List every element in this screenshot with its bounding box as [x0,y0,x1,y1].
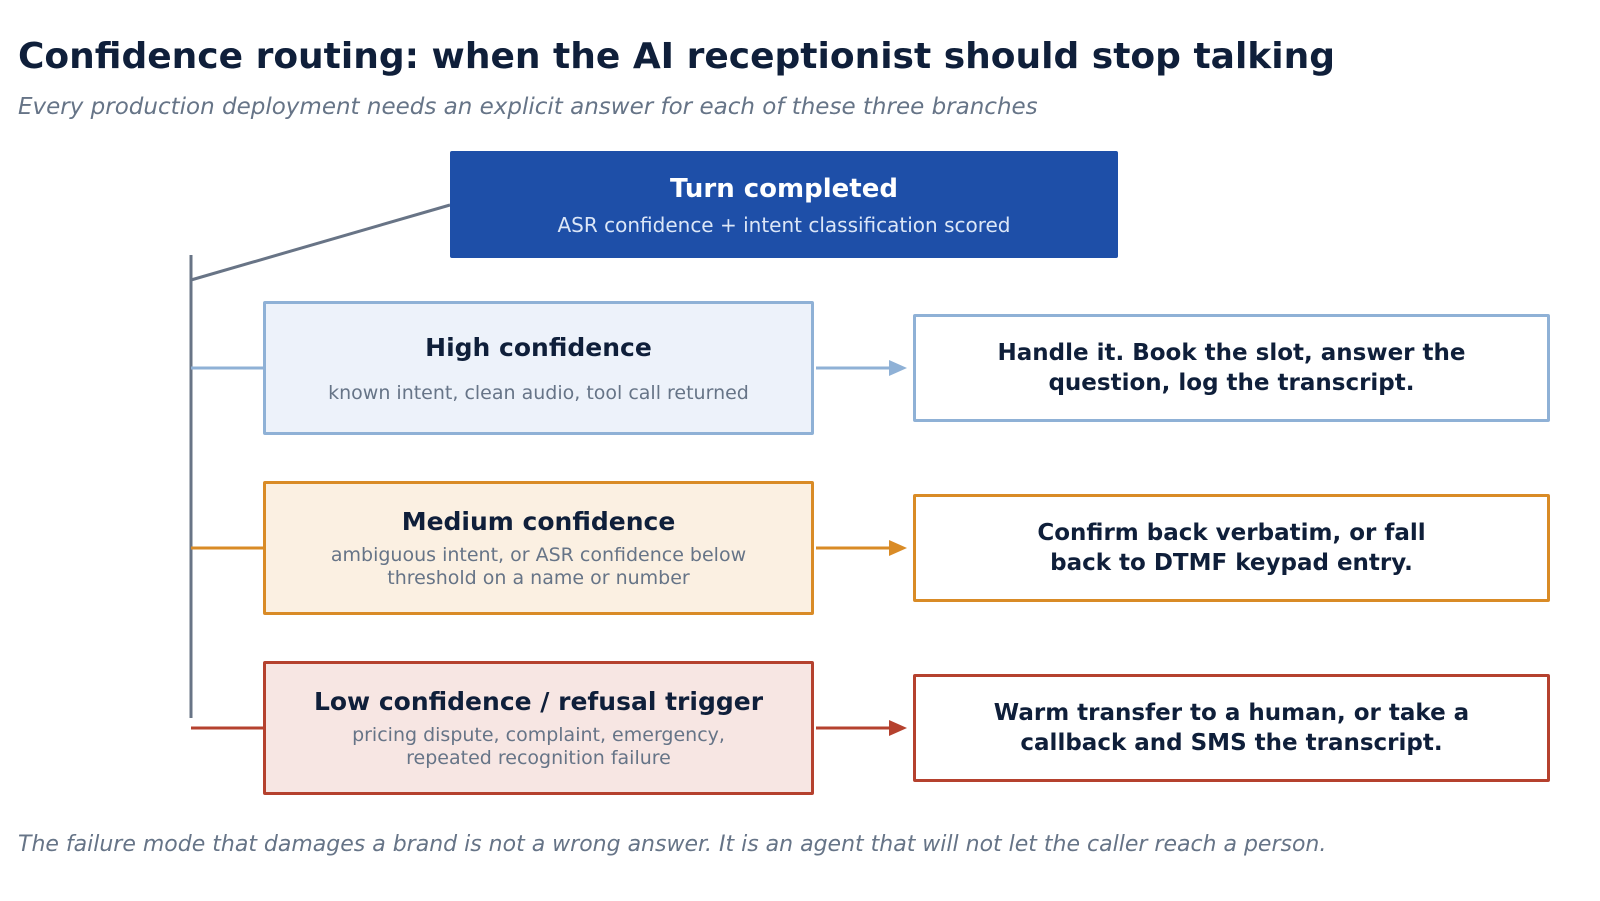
low-confidence-title: Low confidence / refusal trigger [313,687,764,716]
high-arrow-head [889,360,907,376]
high-confidence-title: High confidence [425,332,652,362]
root-connector [190,203,451,282]
medium-confidence-action-node: Confirm back verbatim, or fall back to D… [913,494,1550,602]
low-confidence-action-node: Warm transfer to a human, or take a call… [913,674,1550,782]
low-confidence-node: Low confidence / refusal trigger pricing… [263,661,814,795]
turn-completed-subtitle: ASR confidence + intent classification s… [557,212,1011,237]
turn-completed-title: Turn completed [670,173,898,204]
page-title: Confidence routing: when the AI receptio… [18,36,1335,77]
low-confidence-subtitle: pricing dispute, complaint, emergency, r… [352,724,725,769]
low-arrow-head [889,720,907,736]
medium-confidence-title: Medium confidence [401,507,676,536]
low-confidence-action: Warm transfer to a human, or take a call… [993,700,1470,756]
high-confidence-subtitle: known intent, clean audio, tool call ret… [328,381,749,404]
medium-confidence-action: Confirm back verbatim, or fall back to D… [1037,520,1426,576]
turn-completed-node: Turn completed ASR confidence + intent c… [450,151,1118,258]
high-confidence-action-node: Handle it. Book the slot, answer the que… [913,314,1550,422]
high-confidence-node: High confidence known intent, clean audi… [263,301,814,435]
footer-note: The failure mode that damages a brand is… [18,832,1327,857]
medium-confidence-subtitle: ambiguous intent, or ASR confidence belo… [330,544,747,589]
medium-arrow-head [889,540,907,556]
high-confidence-action: Handle it. Book the slot, answer the que… [997,340,1466,396]
medium-confidence-node: Medium confidence ambiguous intent, or A… [263,481,814,615]
page-subtitle: Every production deployment needs an exp… [18,94,1038,120]
